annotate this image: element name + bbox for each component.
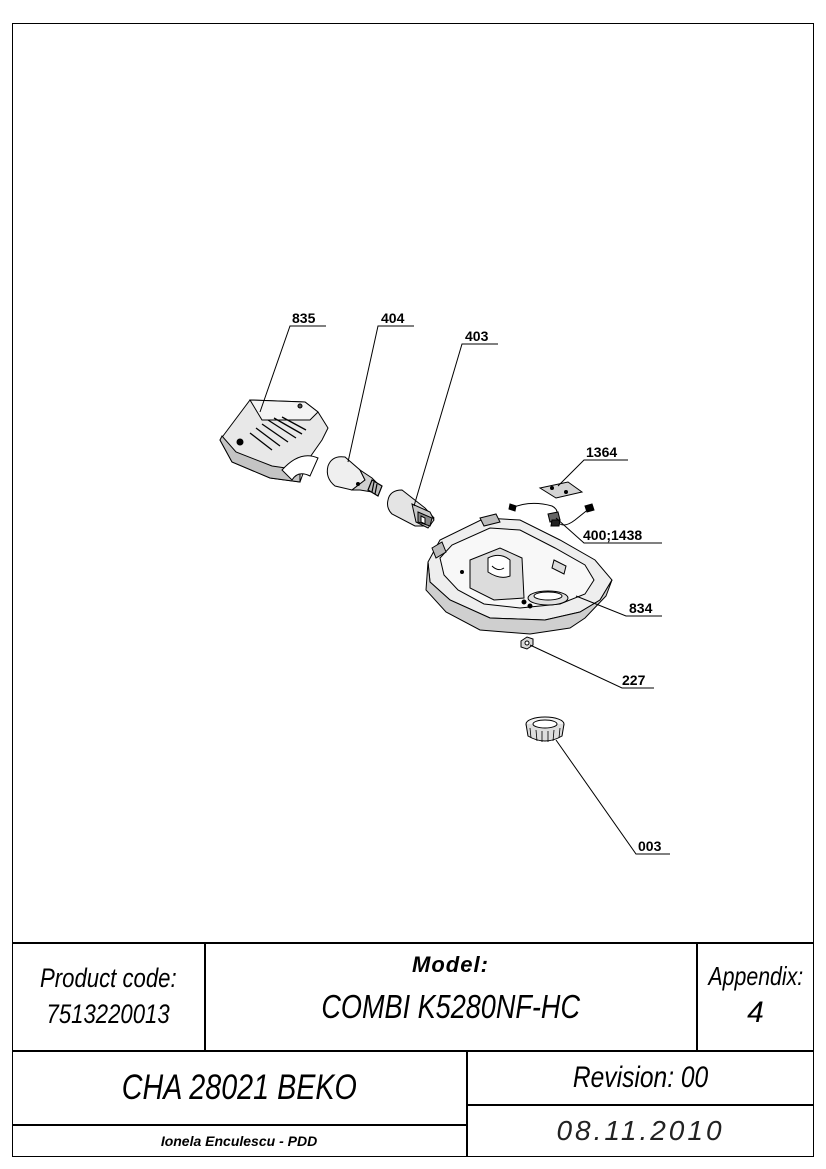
appendix-cell: Appendix: 4 <box>697 942 814 1050</box>
appendix-label: Appendix: <box>708 961 803 991</box>
part-label-835: 835 <box>292 310 316 326</box>
lamp-holder-part <box>387 489 435 529</box>
date-cell: 08.11.2010 <box>467 1105 814 1157</box>
chassis-value: CHA 28021 BEKO <box>121 1067 357 1107</box>
model-value: COMBI K5280NF-HC <box>321 988 580 1025</box>
revision-value: Revision: 00 <box>572 1060 709 1094</box>
revision-cell: Revision: 00 <box>467 1051 814 1104</box>
part-label-400-1438: 400;1438 <box>583 527 642 543</box>
drawing-frame <box>12 23 814 1157</box>
appendix-value: 4 <box>747 996 764 1029</box>
lamp-cover-part <box>219 399 329 483</box>
part-label-403: 403 <box>465 328 489 344</box>
cap-part <box>525 716 565 742</box>
model-cell: Model: COMBI K5280NF-HC <box>205 942 696 1050</box>
part-label-227: 227 <box>622 672 646 688</box>
model-label: Model: <box>412 952 489 977</box>
part-label-404: 404 <box>381 310 405 326</box>
author-value: Ionela Enculescu - PDD <box>160 1133 318 1149</box>
author-cell: Ionela Enculescu - PDD <box>12 1125 466 1157</box>
nut-part <box>520 636 534 650</box>
title-block: Product code: 7513220013 Model: COMBI K5… <box>12 942 814 1157</box>
product-code-cell: Product code: 7513220013 <box>12 942 204 1050</box>
lamp-housing-part <box>425 513 613 635</box>
chassis-cell: CHA 28021 BEKO <box>12 1051 466 1124</box>
part-label-834: 834 <box>629 600 653 616</box>
part-label-1364: 1364 <box>586 444 617 460</box>
wiring-connector-part <box>508 481 595 527</box>
leader-lines <box>259 325 670 855</box>
product-code-value: 7513220013 <box>46 999 170 1029</box>
product-code-label: Product code: <box>39 963 177 993</box>
lamp-bulb-part <box>326 456 383 497</box>
part-label-003: 003 <box>638 838 662 854</box>
date-value: 08.11.2010 <box>556 1115 725 1146</box>
